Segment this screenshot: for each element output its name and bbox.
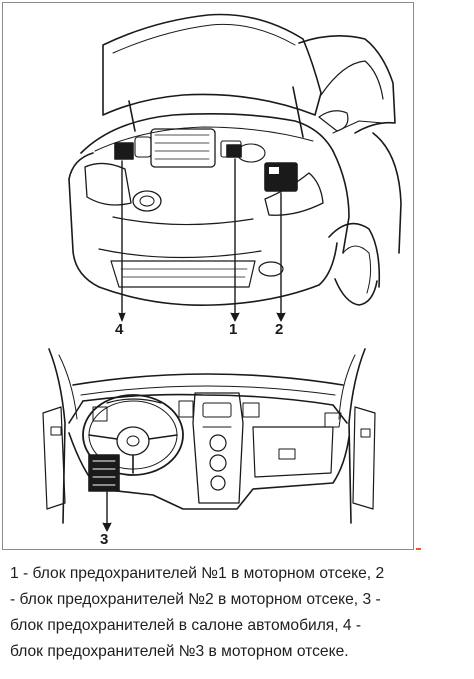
callout-3: 3 — [100, 531, 109, 548]
caption-line: блок предохранителей в салоне автомобиля… — [10, 617, 362, 634]
caption-line: блок предохранителей №3 в моторном отсек… — [10, 643, 349, 660]
callout-1: 1 — [229, 321, 238, 338]
callout-2: 2 — [275, 321, 284, 338]
figure-caption: 1 - блок предохранителей №1 в моторном о… — [10, 561, 468, 665]
red-corner-mark — [416, 548, 421, 550]
fuse-box-illustration — [42, 13, 402, 532]
car-front-drawing — [68, 13, 402, 322]
caption-line: 1 - блок предохранителей №1 в моторном о… — [10, 565, 385, 582]
dashboard-drawing — [42, 348, 376, 532]
caption-line: - блок предохранителей №2 в моторном отс… — [10, 591, 381, 608]
figure-frame: 4 1 2 3 — [2, 2, 414, 550]
callout-4: 4 — [115, 321, 124, 338]
